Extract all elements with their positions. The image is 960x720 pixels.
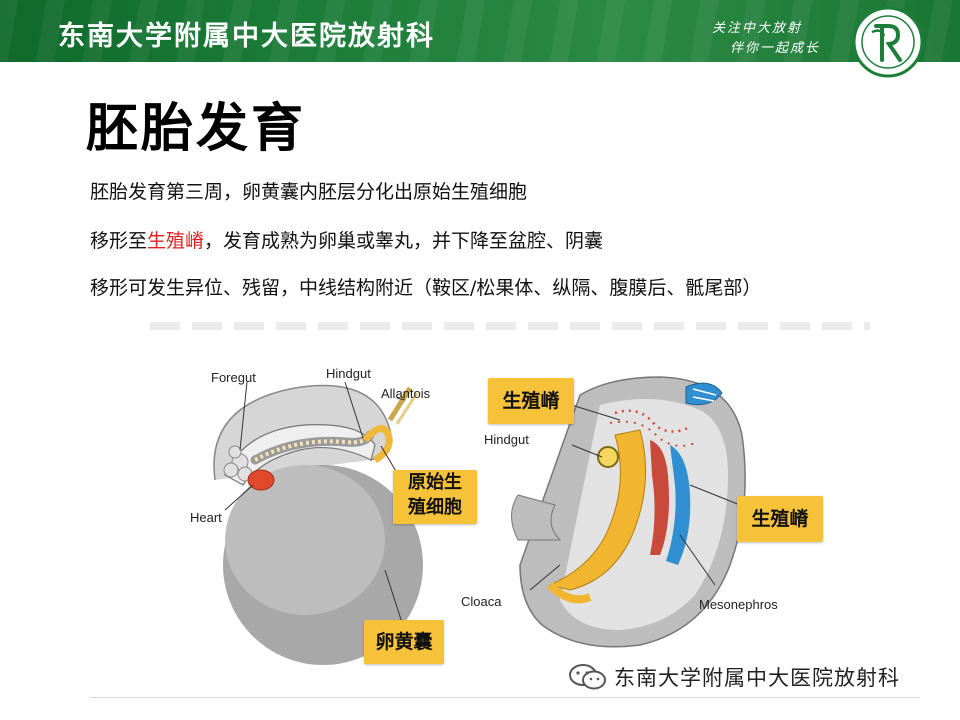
banner-texture: [0, 0, 960, 62]
text-line-2: 移形至生殖嵴，发育成熟为卵巢或睾丸，并下降至盆腔、阴囊: [90, 226, 603, 253]
label-foregut: Foregut: [211, 370, 256, 385]
tag-genital-ridge-top: 生殖嵴: [488, 378, 574, 424]
slide-title: 胚胎发育: [86, 99, 307, 159]
tag-primordial-germ-cells: 原始生 殖细胞: [393, 470, 477, 524]
slogan-line-2: 伴你一起成长: [730, 41, 821, 56]
label-hindgut-right: Hindgut: [484, 432, 529, 447]
embryo-yolk-sac-illustration: [213, 381, 423, 665]
label-cloaca: Cloaca: [461, 594, 502, 609]
wechat-icon: [569, 664, 606, 690]
genital-ridge-highlight: 生殖嵴: [147, 230, 205, 252]
text-line-2-start: 移形至: [90, 230, 148, 252]
genital-ridge-cross-section-illustration: [511, 376, 746, 648]
tag-yolk-sac: 卵黄囊: [364, 620, 444, 664]
text-line-1: 胚胎发育第三周，卵黄囊内胚层分化出原始生殖细胞: [90, 181, 528, 203]
faded-text-remnant: [150, 322, 870, 330]
text-line-2-end: ，发育成熟为卵巢或睾丸，并下降至盆腔、阴囊: [204, 230, 604, 252]
hospital-logo-icon: [852, 6, 924, 78]
label-allantois: Allantois: [381, 386, 431, 401]
header-banner: 东南大学附属中大医院放射科 关注中大放射 伴你一起成长: [0, 0, 960, 62]
text-line-3: 移形可发生异位、残留，中线结构附近（鞍区/松果体、纵隔、腹膜后、骶尾部）: [90, 277, 762, 299]
label-heart: Heart: [190, 510, 222, 525]
footer-divider: [90, 697, 920, 698]
tag-genital-ridge-right: 生殖嵴: [737, 496, 823, 542]
footer-watermark: 东南大学附属中大医院放射科: [568, 661, 900, 693]
footer-account-name: 东南大学附属中大医院放射科: [614, 666, 900, 690]
hospital-name: 东南大学附属中大医院放射科: [58, 21, 435, 52]
label-hindgut-left: Hindgut: [326, 366, 371, 381]
slogan-line-1: 关注中大放射: [712, 21, 803, 36]
label-mesonephros: Mesonephros: [699, 597, 778, 612]
